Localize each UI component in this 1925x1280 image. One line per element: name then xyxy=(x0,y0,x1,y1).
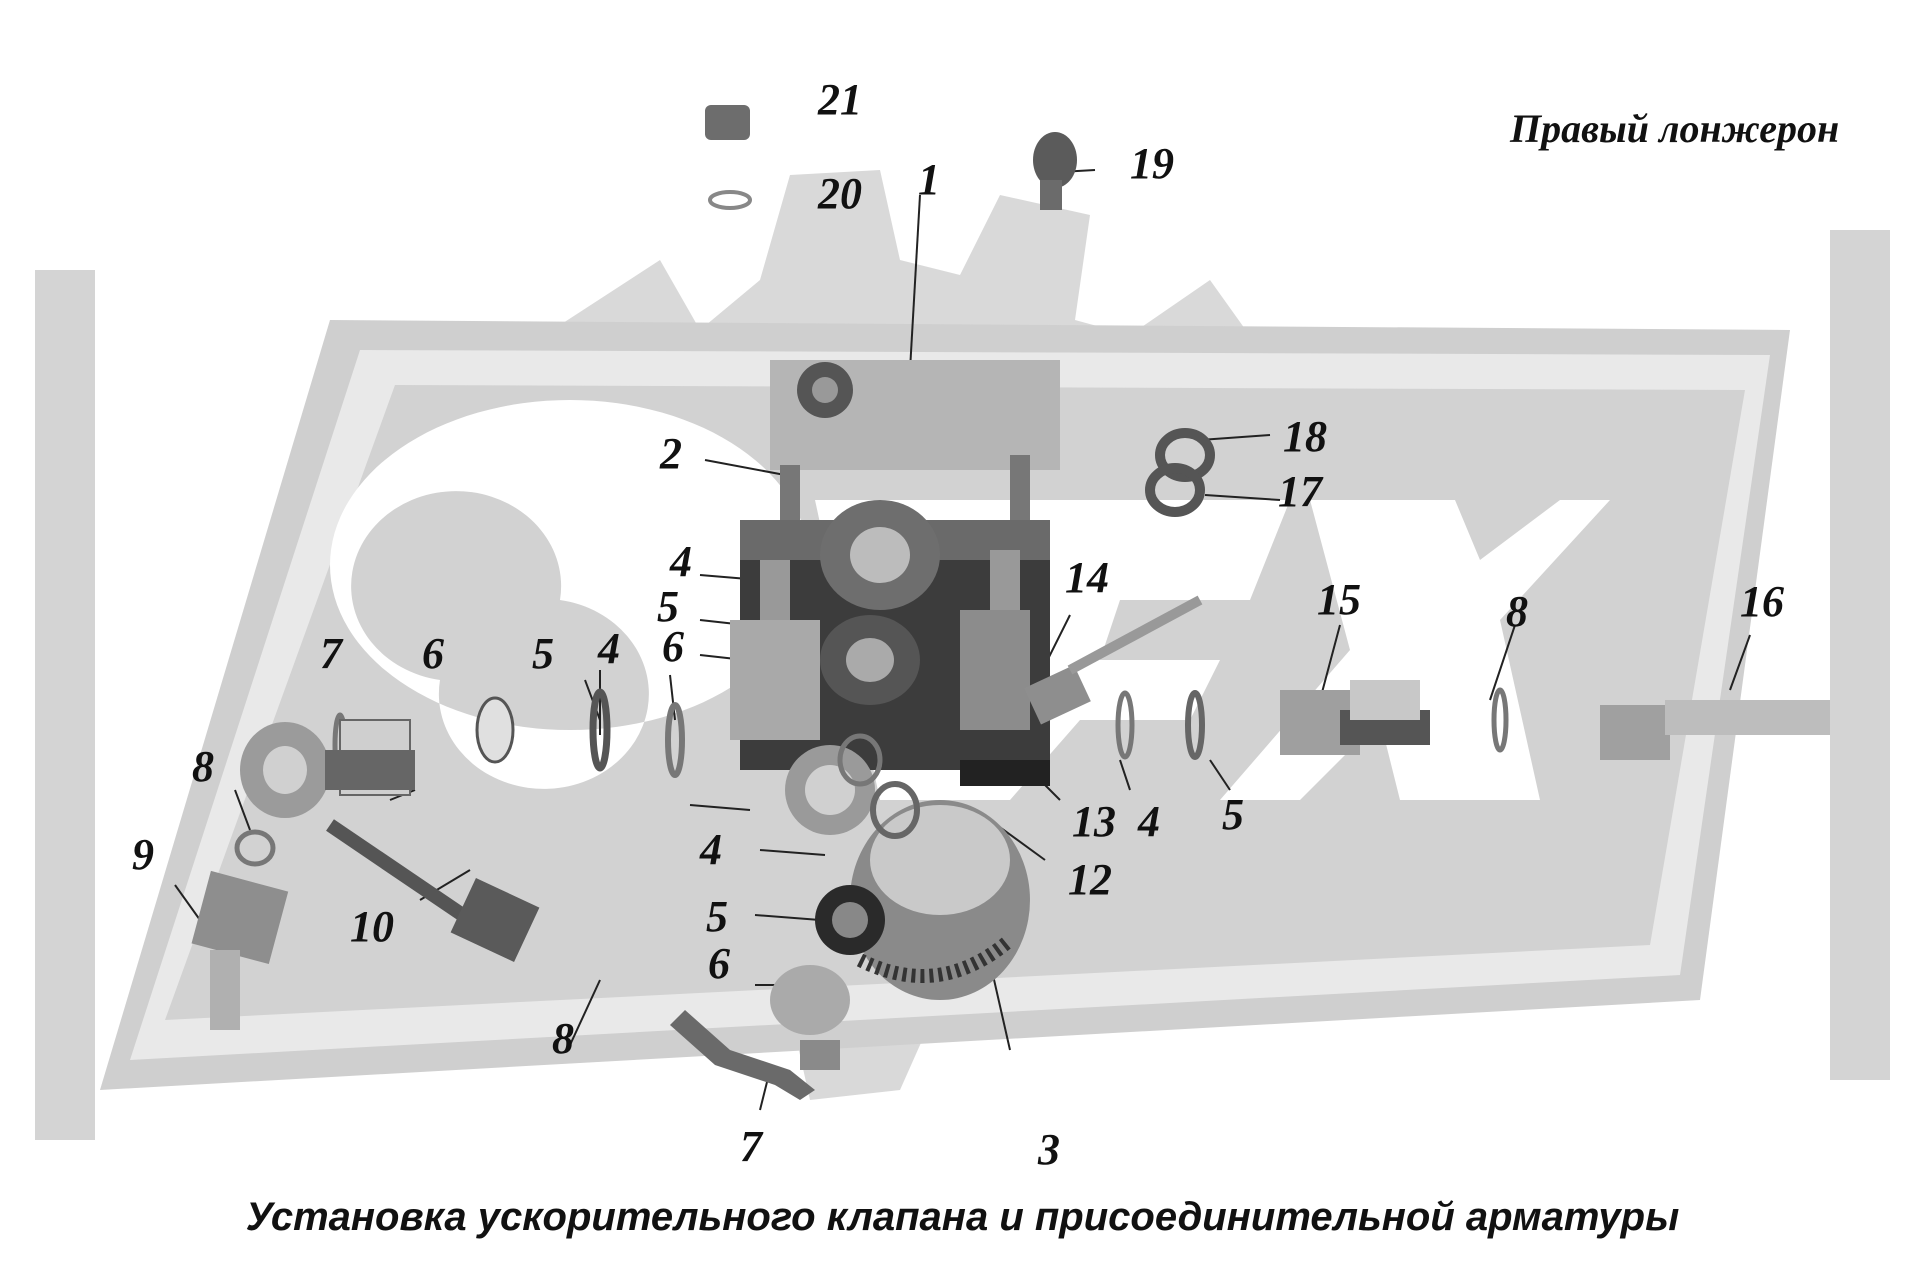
callout-7-bottom: 7 xyxy=(740,1122,762,1171)
callout-4-mid: 4 xyxy=(1138,797,1160,846)
callout-5-left: 5 xyxy=(532,629,554,678)
callout-4-upper: 4 xyxy=(670,537,692,586)
callout-4-left: 4 xyxy=(598,624,620,673)
callout-3: 3 xyxy=(1038,1125,1060,1174)
callout-8-right: 8 xyxy=(1506,587,1528,636)
callout-12: 12 xyxy=(1068,855,1112,904)
callout-5-mid: 5 xyxy=(1222,790,1244,839)
callout-19: 19 xyxy=(1130,139,1174,188)
callout-2: 2 xyxy=(660,429,682,478)
fittings-and-washers xyxy=(191,105,1830,1100)
callout-13: 13 xyxy=(1072,797,1116,846)
callout-17: 17 xyxy=(1278,467,1322,516)
callout-16: 16 xyxy=(1740,577,1784,626)
callout-6-left: 6 xyxy=(422,629,444,678)
callout-9: 9 xyxy=(132,830,154,879)
callout-6-upper: 6 xyxy=(662,622,684,671)
callout-8-bottom: 8 xyxy=(552,1014,574,1063)
callout-18: 18 xyxy=(1283,412,1327,461)
callout-5-lower: 5 xyxy=(706,892,728,941)
callout-1: 1 xyxy=(918,155,940,204)
callout-5-upper: 5 xyxy=(657,582,679,631)
right-side-member-label: Правый лонжерон xyxy=(1510,106,1840,151)
callout-7-left: 7 xyxy=(320,629,342,678)
figure-caption: Установка ускорительного клапана и присо… xyxy=(245,1195,1680,1239)
callout-14: 14 xyxy=(1065,553,1109,602)
callout-10: 10 xyxy=(350,902,394,951)
callout-8-left: 8 xyxy=(192,742,214,791)
callout-15: 15 xyxy=(1317,575,1361,624)
callout-20: 20 xyxy=(818,169,862,218)
callout-4-lower: 4 xyxy=(700,825,722,874)
callout-6-lower: 6 xyxy=(708,939,730,988)
callout-21: 21 xyxy=(818,75,862,124)
